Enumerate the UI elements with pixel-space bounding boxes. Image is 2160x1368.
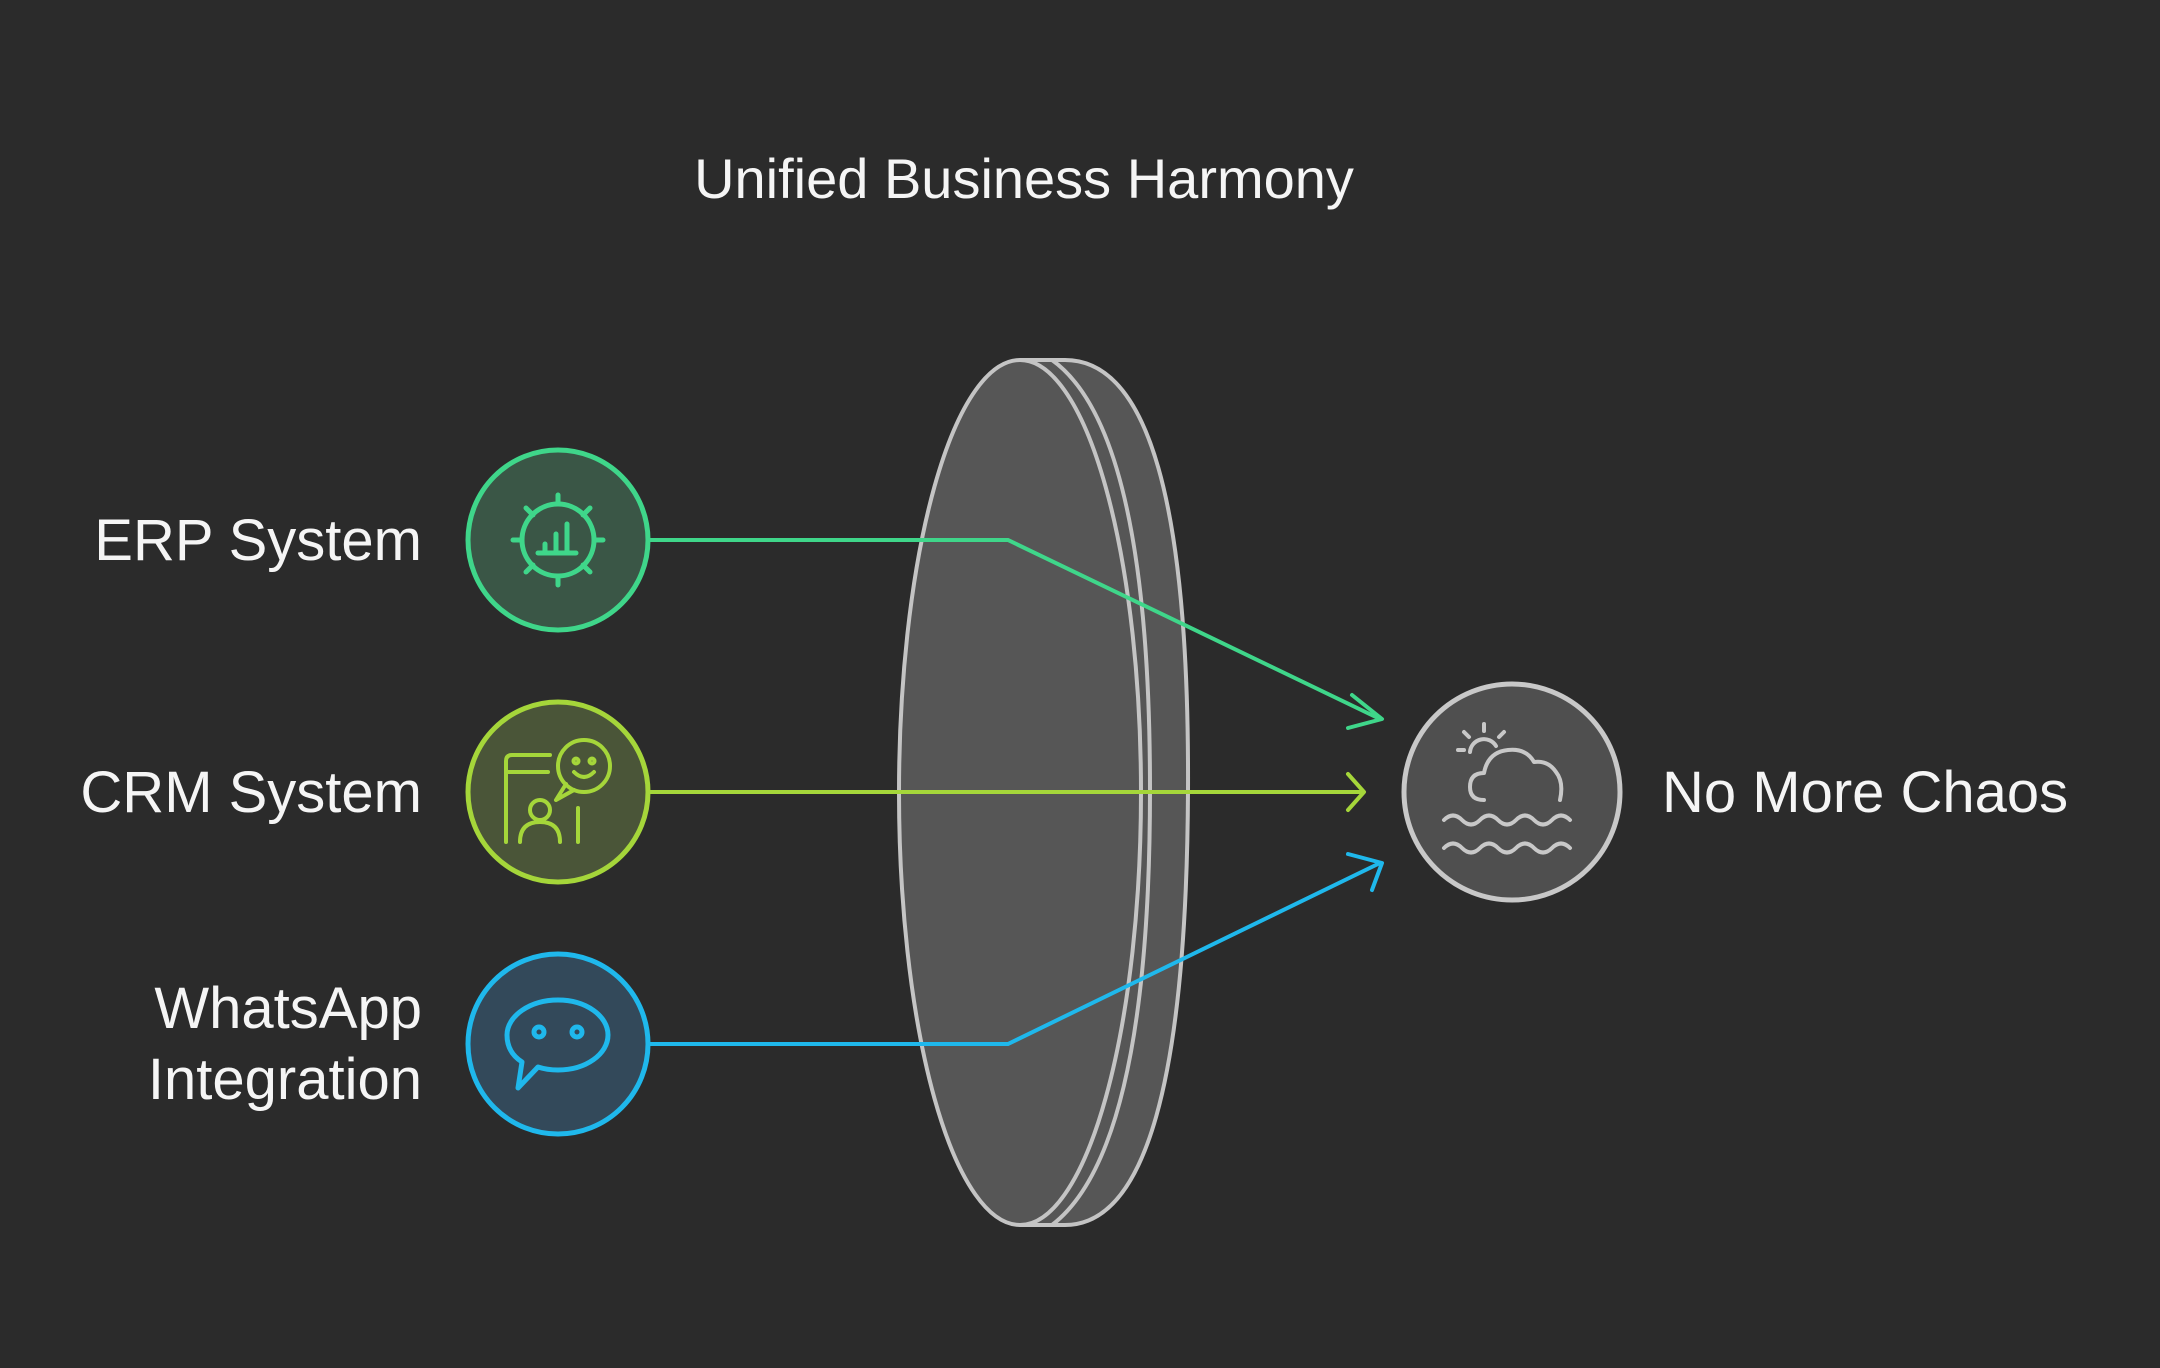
sun-cloud-waves-icon [1442,722,1572,855]
arrowhead-erp [1346,693,1384,730]
connectors [648,538,1384,1046]
output-label: No More Chaos [1662,760,2068,825]
connector-whatsapp [648,861,1381,1046]
connector-erp [648,538,1381,721]
whatsapp-label-line-2: Integration [148,1047,422,1112]
crm-circle [465,699,651,885]
output-node: No More Chaos [1401,681,2068,903]
diagram-title: Unified Business Harmony [694,147,1354,210]
whatsapp-circle [465,951,651,1137]
erp-label: ERP System [94,508,422,573]
crm-label: CRM System [80,760,422,825]
customer-chat-icon [504,738,612,844]
arrowhead-whatsapp [1346,852,1384,892]
output-circle [1401,681,1623,903]
input-erp: ERP System [94,447,651,633]
input-crm: CRM System [80,699,651,885]
whatsapp-label-line-1: WhatsApp [154,976,422,1041]
input-whatsapp: WhatsApp Integration [148,951,651,1137]
gear-chart-icon [510,492,606,588]
arrowhead-crm [1346,772,1366,812]
chat-bubble-icon [504,997,611,1091]
